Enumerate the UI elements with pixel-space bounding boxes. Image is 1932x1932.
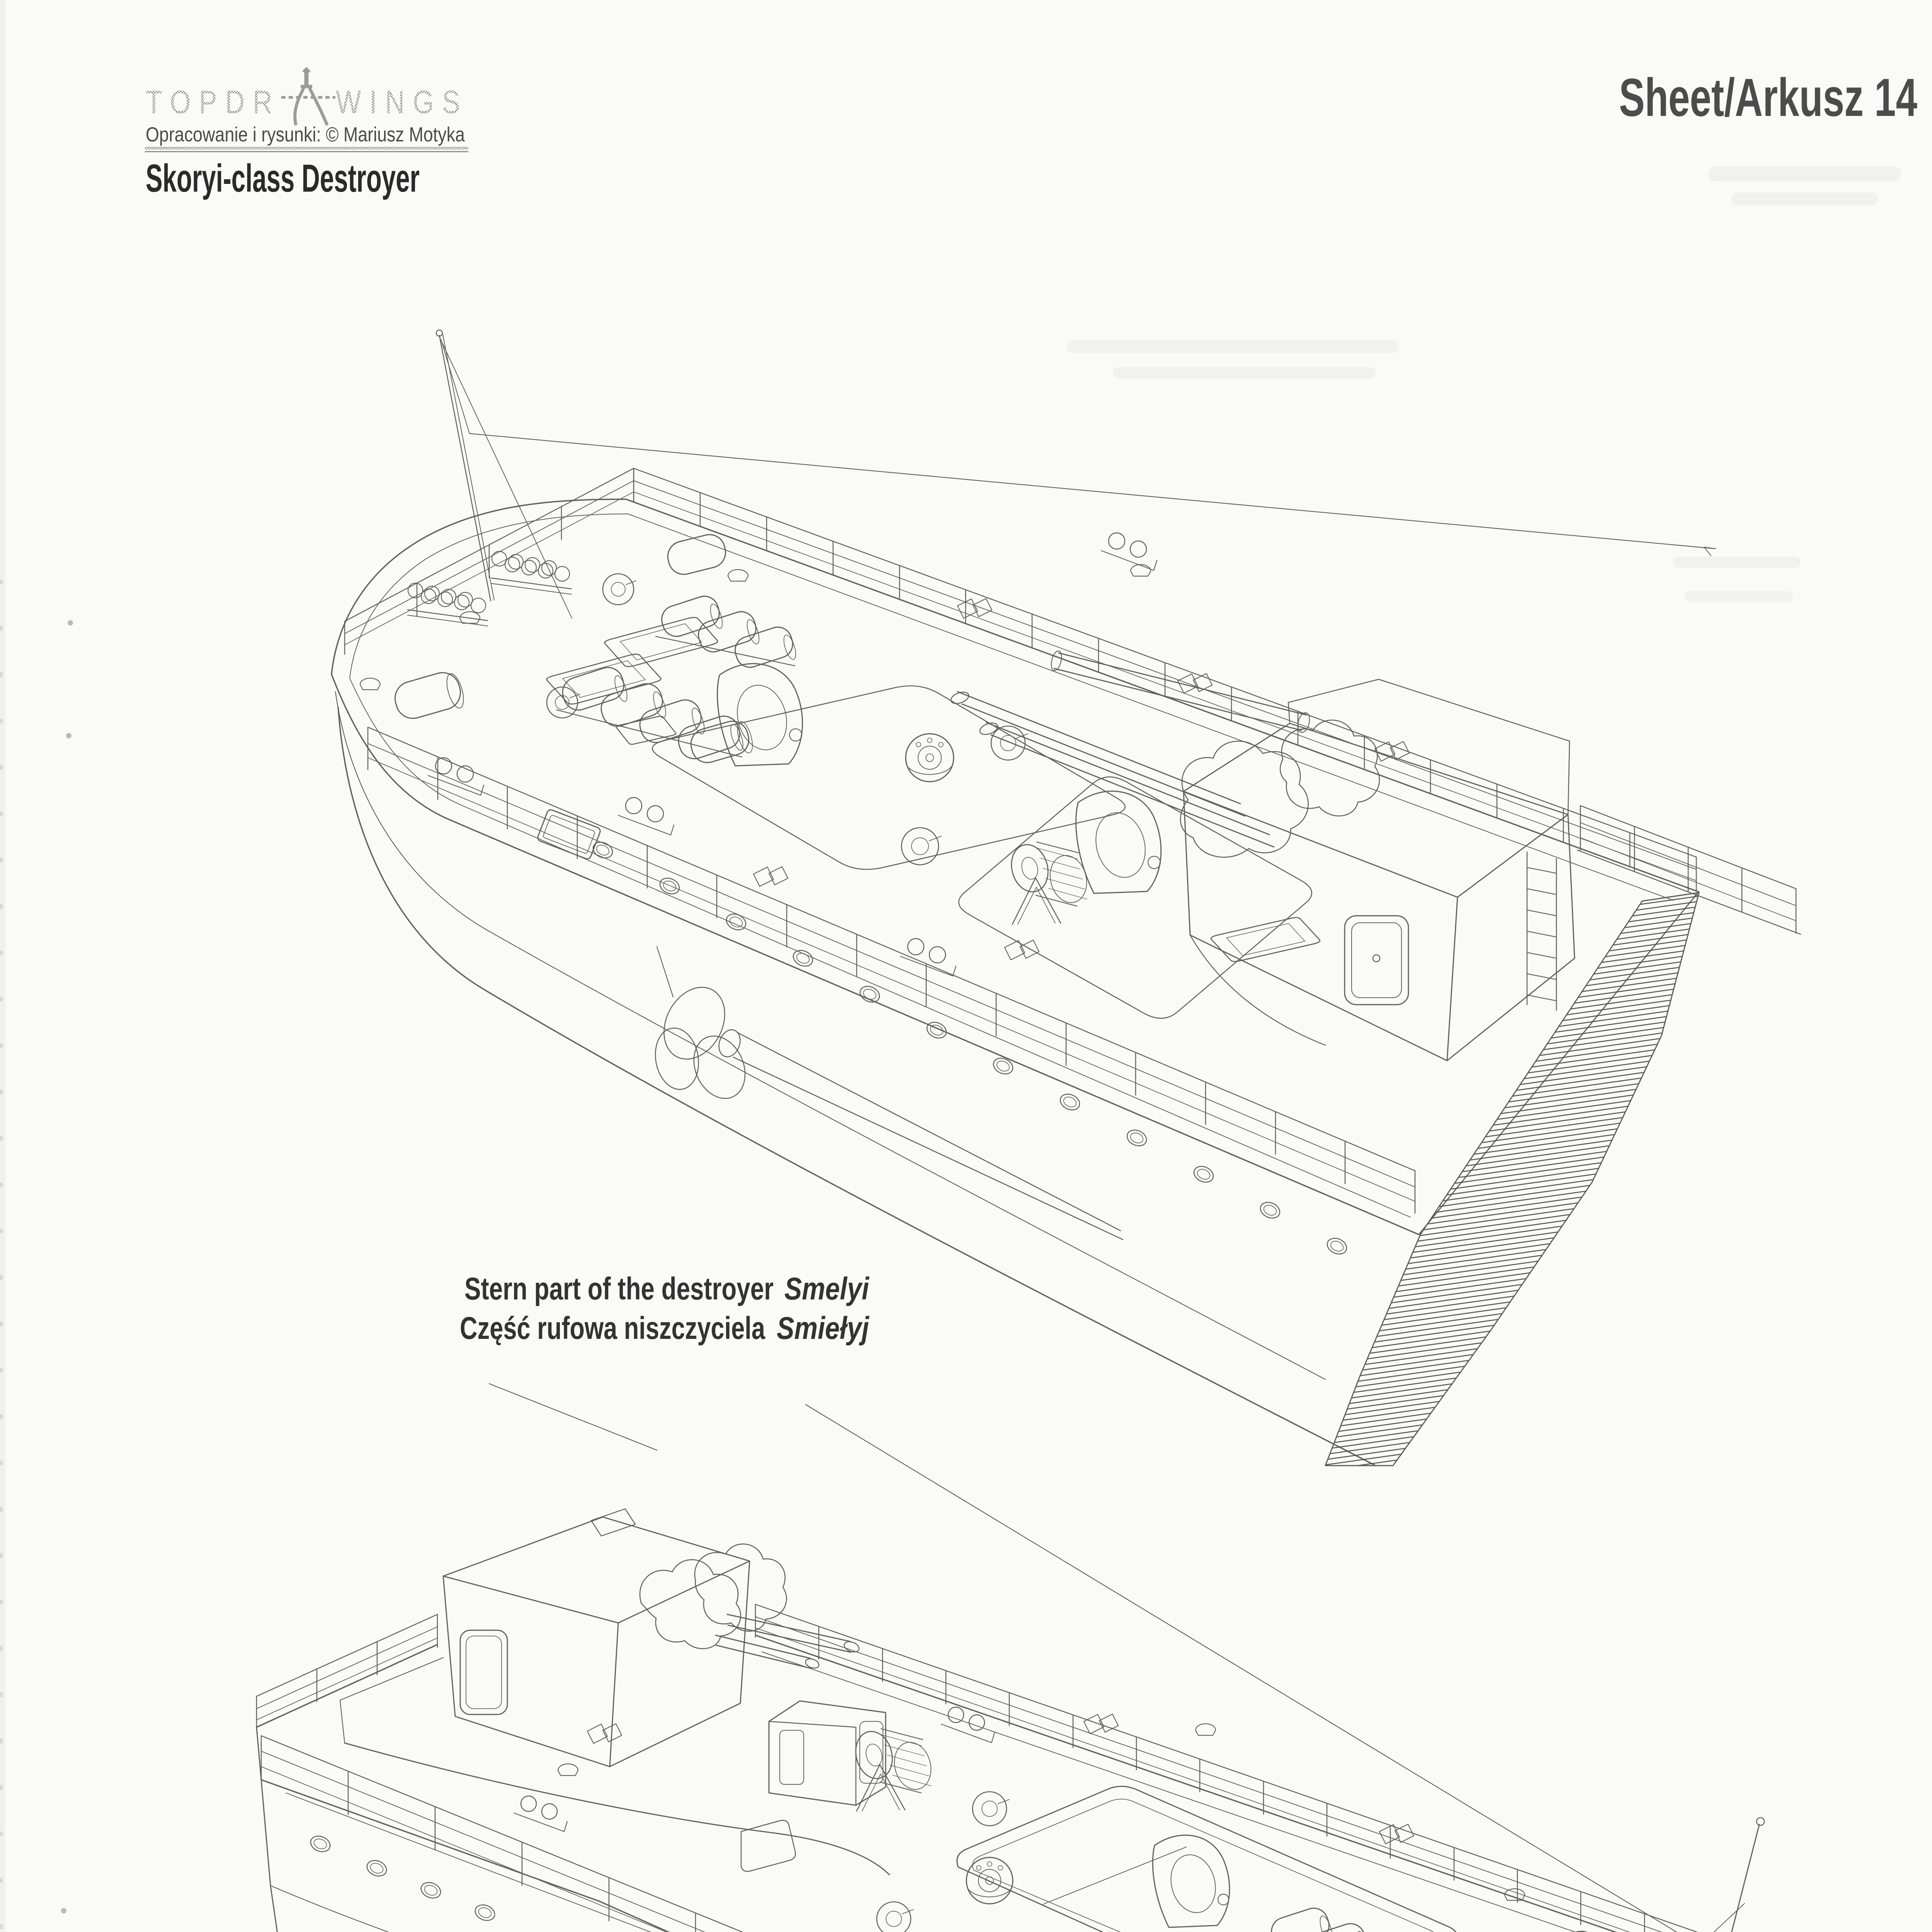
svg-text:Stern part of the destroyer: Stern part of the destroyer xyxy=(464,1271,774,1306)
svg-text:Część rufowa niszczyciela: Część rufowa niszczyciela xyxy=(460,1311,765,1346)
svg-text:WINGS: WINGS xyxy=(336,84,468,120)
svg-text:Smelyi: Smelyi xyxy=(784,1271,870,1306)
svg-text:Opracowanie i rysunki: © Mariu: Opracowanie i rysunki: © Mariusz Motyka xyxy=(146,123,465,146)
svg-text:Smiełyj: Smiełyj xyxy=(777,1311,870,1346)
svg-text:TOPDR: TOPDR xyxy=(146,84,281,120)
svg-text:Skoryi-class Destroyer: Skoryi-class Destroyer xyxy=(146,157,420,200)
svg-text:Sheet/Arkusz 14: Sheet/Arkusz 14 xyxy=(1619,68,1917,128)
